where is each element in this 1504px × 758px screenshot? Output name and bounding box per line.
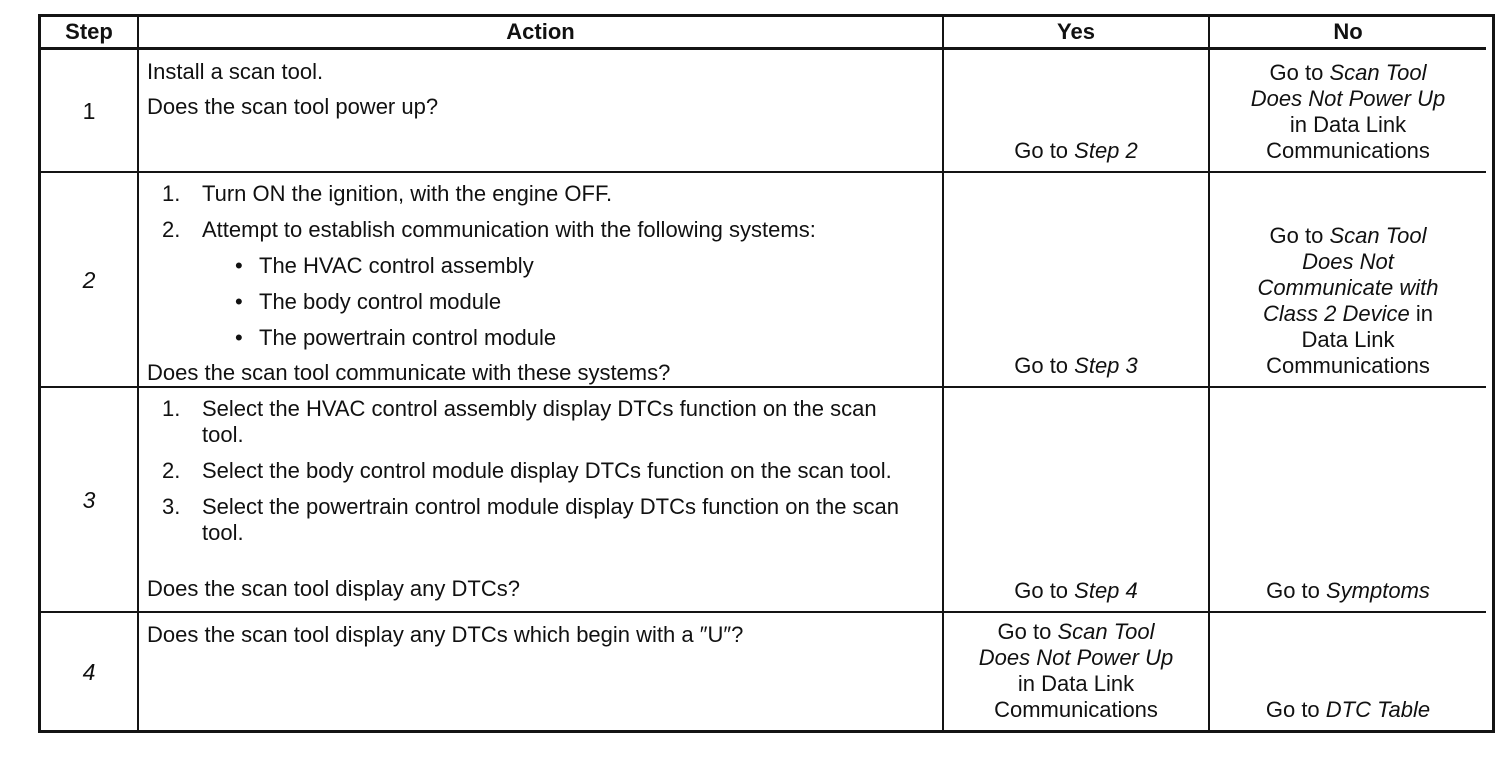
list-number: 1. xyxy=(162,181,181,206)
reference-name: Scan Tool Does Not Communicate with Clas… xyxy=(1257,223,1439,326)
reference-name: Step 2 xyxy=(1074,138,1138,163)
suffix-text: in Data Link Communications xyxy=(1266,112,1430,163)
action-question: Does the scan tool power up? xyxy=(147,94,439,119)
numbered-item-text: Select the HVAC control assembly display… xyxy=(202,396,877,447)
no-instruction: Go to DTC Table xyxy=(1266,697,1430,723)
no-cell: Go to Scan Tool Does Not Power Up in Dat… xyxy=(1210,50,1486,173)
column-header-step: Step xyxy=(41,17,139,50)
reference-name: Scan Tool Does Not Power Up xyxy=(978,619,1174,670)
column-header-action: Action xyxy=(139,17,944,50)
action-question: Does the scan tool display any DTCs whic… xyxy=(147,622,744,647)
bullet-item: • The powertrain control module xyxy=(235,325,932,351)
no-cell: Go to Symptoms xyxy=(1210,388,1486,613)
no-cell: Go to DTC Table xyxy=(1210,613,1486,730)
bullet-icon: • xyxy=(235,289,243,314)
bullet-item-text: The HVAC control assembly xyxy=(259,253,534,278)
go-to-text: Go to xyxy=(1014,138,1075,163)
column-header-yes: Yes xyxy=(944,17,1210,50)
action-cell: 1. Turn ON the ignition, with the engine… xyxy=(139,173,944,388)
yes-cell: Go to Step 4 xyxy=(944,388,1210,613)
bullet-item: • The body control module xyxy=(235,289,932,315)
numbered-item: 1. Turn ON the ignition, with the engine… xyxy=(162,181,932,207)
go-to-text: Go to xyxy=(1265,697,1326,722)
step-number: 4 xyxy=(41,613,139,730)
go-to-text: Go to xyxy=(1269,60,1330,85)
no-instruction: Go to Symptoms xyxy=(1266,578,1430,604)
no-cell: Go to Scan Tool Does Not Communicate wit… xyxy=(1210,173,1486,388)
column-header-no: No xyxy=(1210,17,1486,50)
yes-instruction: Go to Scan Tool Does Not Power Up in Dat… xyxy=(974,619,1179,723)
suffix-text: in Data Link Communications xyxy=(994,671,1158,722)
suffix-text: in Data Link Communications xyxy=(1266,301,1433,378)
action-cell: Install a scan tool. Does the scan tool … xyxy=(139,50,944,173)
numbered-item: 2. Select the body control module displa… xyxy=(162,458,932,484)
reference-name: Scan Tool Does Not Power Up xyxy=(1250,60,1446,111)
list-number: 2. xyxy=(162,217,181,242)
no-instruction: Go to Scan Tool Does Not Communicate wit… xyxy=(1246,223,1451,379)
diagnostic-table: Step Action Yes No 1 Install a scan tool… xyxy=(38,14,1495,733)
numbered-item-text: Select the body control module display D… xyxy=(202,458,892,483)
go-to-text: Go to xyxy=(997,619,1058,644)
reference-name: Step 3 xyxy=(1074,353,1138,378)
numbered-item-text: Attempt to establish communication with … xyxy=(202,217,816,242)
yes-instruction: Go to Step 3 xyxy=(1014,353,1138,379)
yes-cell: Go to Scan Tool Does Not Power Up in Dat… xyxy=(944,613,1210,730)
action-question: Does the scan tool display any DTCs? xyxy=(147,576,520,601)
no-instruction: Go to Scan Tool Does Not Power Up in Dat… xyxy=(1246,60,1451,164)
step-number: 1 xyxy=(41,50,139,173)
step-number: 3 xyxy=(41,388,139,613)
bullet-item-text: The powertrain control module xyxy=(259,325,557,350)
bullet-item: • The HVAC control assembly xyxy=(235,253,932,279)
bullet-icon: • xyxy=(235,325,243,350)
reference-name: DTC Table xyxy=(1325,697,1431,722)
numbered-item-text: Turn ON the ignition, with the engine OF… xyxy=(202,181,613,206)
list-number: 1. xyxy=(162,396,181,421)
yes-instruction: Go to Step 2 xyxy=(1014,138,1138,164)
action-question: Does the scan tool communicate with thes… xyxy=(147,360,671,385)
numbered-item: 3. Select the powertrain control module … xyxy=(162,494,932,546)
bullet-icon: • xyxy=(235,253,243,278)
reference-name: Symptoms xyxy=(1326,578,1430,603)
step-number: 2 xyxy=(41,173,139,388)
yes-cell: Go to Step 3 xyxy=(944,173,1210,388)
reference-name: Step 4 xyxy=(1074,578,1138,603)
numbered-item: 2. Attempt to establish communication wi… xyxy=(162,217,932,243)
bullet-item-text: The body control module xyxy=(259,289,502,314)
numbered-item-text: Select the powertrain control module dis… xyxy=(202,494,900,545)
go-to-text: Go to xyxy=(1014,578,1075,603)
numbered-item: 1. Select the HVAC control assembly disp… xyxy=(162,396,932,448)
yes-instruction: Go to Step 4 xyxy=(1014,578,1138,604)
yes-cell: Go to Step 2 xyxy=(944,50,1210,173)
list-number: 2. xyxy=(162,458,181,483)
action-cell: Does the scan tool display any DTCs whic… xyxy=(139,613,944,730)
action-cell: 1. Select the HVAC control assembly disp… xyxy=(139,388,944,613)
action-text: Install a scan tool. xyxy=(147,59,324,84)
go-to-text: Go to xyxy=(1014,353,1075,378)
go-to-text: Go to xyxy=(1269,223,1330,248)
go-to-text: Go to xyxy=(1266,578,1326,603)
list-number: 3. xyxy=(162,494,181,519)
